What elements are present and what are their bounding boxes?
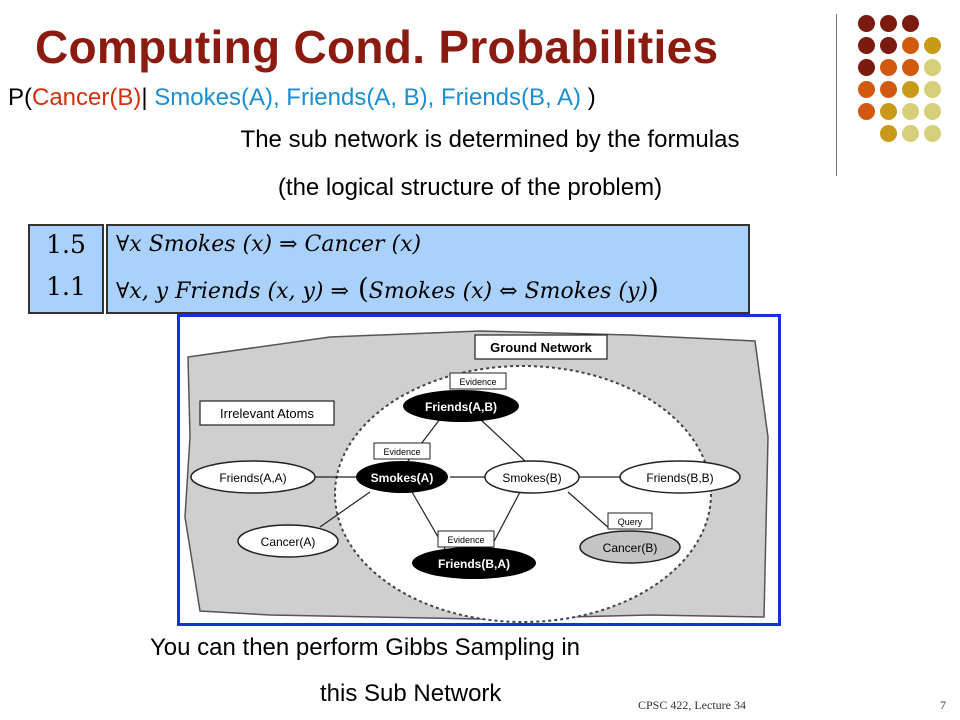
formula-2-b: Smokes bbox=[524, 279, 612, 304]
query-open: P( bbox=[8, 84, 32, 111]
decorative-dot bbox=[924, 125, 941, 142]
decorative-dot bbox=[902, 15, 919, 32]
decorative-dot bbox=[858, 59, 875, 76]
edge-smokesb-cancerb bbox=[567, 491, 611, 530]
irrelevant-atoms-label: Irrelevant Atoms bbox=[220, 406, 314, 421]
decorative-dot bbox=[858, 15, 875, 32]
decorative-dot bbox=[880, 59, 897, 76]
query-tag-box bbox=[607, 512, 653, 530]
node-smokes-a: Smokes(A) bbox=[371, 471, 434, 485]
decorative-dot bbox=[924, 37, 941, 54]
formula-2-a-args: (x) bbox=[455, 279, 500, 304]
decorative-dot bbox=[902, 37, 919, 54]
weights-box: 1.5 1.1 bbox=[28, 224, 104, 314]
formula-1-var: x bbox=[129, 232, 142, 257]
edge-smokesb-friendsba bbox=[489, 491, 521, 550]
node-friends-ab-shape bbox=[403, 390, 519, 422]
node-friends-bb-shape bbox=[619, 460, 741, 494]
query-close: ) bbox=[587, 84, 596, 111]
formula-1-rhs: Cancer bbox=[304, 232, 385, 257]
decorative-dot bbox=[858, 103, 875, 120]
evidence-tag-friendsab: Evidence bbox=[459, 377, 496, 387]
formula-1-lhs: Smokes bbox=[148, 232, 236, 257]
query-evidence: Smokes(A), Friends(A, B), Friends(B, A) bbox=[147, 84, 588, 111]
decorative-dot bbox=[902, 81, 919, 98]
formula-1: ∀x Smokes (x) ⇒ Cancer (x) bbox=[116, 232, 421, 257]
iff-symbol: ⇔ bbox=[499, 279, 518, 304]
weight-2: 1.1 bbox=[46, 272, 86, 301]
formula-1-lhs-args: (x) bbox=[235, 232, 280, 257]
query-bar: | bbox=[141, 84, 148, 111]
evidence-tag-friendsab-box bbox=[449, 372, 507, 390]
formula-2-b-args: (y) bbox=[611, 279, 648, 304]
decorative-divider bbox=[836, 14, 837, 176]
node-cancer-b: Cancer(B) bbox=[603, 541, 658, 555]
formula-2-lhs: Friends bbox=[175, 279, 261, 304]
node-friends-ab: Friends(A,B) bbox=[425, 400, 497, 414]
node-friends-bb: Friends(B,B) bbox=[646, 471, 713, 485]
formula-2-vars: x, y bbox=[129, 279, 169, 304]
ground-network-label-box bbox=[474, 334, 608, 360]
node-smokes-a-shape bbox=[356, 461, 448, 493]
query-target: Cancer(B) bbox=[32, 84, 142, 111]
formula-2-lhs-args: (x, y) bbox=[260, 279, 331, 304]
close-paren: ) bbox=[648, 272, 659, 305]
subtitle-line-1-text: The sub network is determined by the for… bbox=[240, 126, 740, 153]
formula-2: ∀x, y Friends (x, y) ⇒ (Smokes (x) ⇔ Smo… bbox=[116, 272, 659, 305]
evidence-tag-friendsba-box bbox=[437, 530, 495, 548]
formulas-box: ∀x Smokes (x) ⇒ Cancer (x) ∀x, y Friends… bbox=[106, 224, 750, 314]
node-smokes-b: Smokes(B) bbox=[502, 471, 561, 485]
decorative-dot bbox=[880, 103, 897, 120]
implies-symbol: ⇒ bbox=[330, 279, 349, 304]
node-friends-aa: Friends(A,A) bbox=[219, 471, 286, 485]
forall-symbol: ∀ bbox=[116, 279, 130, 304]
ground-network-boundary bbox=[334, 365, 712, 623]
decorative-dot bbox=[924, 59, 941, 76]
weight-1: 1.5 bbox=[46, 230, 86, 259]
subtitle-line-1: The sub network is determined by the for… bbox=[0, 126, 952, 154]
decorative-dot bbox=[880, 37, 897, 54]
ground-network-figure: Ground Network Irrelevant Atoms Evidence… bbox=[177, 314, 781, 626]
slide-title: Computing Cond. Probabilities bbox=[35, 21, 719, 73]
query-tag: Query bbox=[618, 517, 643, 527]
ground-network-diagram: Ground Network Irrelevant Atoms Evidence… bbox=[184, 330, 769, 623]
node-friends-ba-shape bbox=[412, 547, 536, 579]
formula-2-a: Smokes bbox=[368, 279, 456, 304]
node-friends-ba: Friends(B,A) bbox=[438, 557, 510, 571]
edge-smokesa-cancera bbox=[319, 491, 371, 528]
decorative-dot bbox=[902, 59, 919, 76]
footer-course: CPSC 422, Lecture 34 bbox=[638, 698, 746, 712]
page-number: 7 bbox=[940, 698, 946, 712]
decorative-dot bbox=[858, 37, 875, 54]
evidence-tag-friendsba: Evidence bbox=[447, 535, 484, 545]
node-cancer-b-shape bbox=[579, 530, 681, 564]
open-paren: ( bbox=[348, 272, 369, 305]
decorative-dot bbox=[924, 103, 941, 120]
evidence-tag-smokesa-box bbox=[373, 442, 431, 460]
node-cancer-a: Cancer(A) bbox=[261, 535, 316, 549]
edge-friendsab-smokesb bbox=[479, 418, 526, 462]
decorative-dot bbox=[902, 125, 919, 142]
node-friends-aa-shape bbox=[190, 460, 316, 494]
decorative-dot bbox=[880, 125, 897, 142]
irrelevant-atoms-label-box bbox=[199, 400, 335, 426]
decorative-dot bbox=[902, 103, 919, 120]
implies-symbol: ⇒ bbox=[279, 232, 298, 257]
forall-symbol: ∀ bbox=[116, 232, 130, 257]
decorative-dot bbox=[880, 81, 897, 98]
bottom-text-line-2: this Sub Network bbox=[320, 680, 502, 707]
decorative-dot bbox=[924, 81, 941, 98]
node-cancer-a-shape bbox=[237, 524, 339, 558]
decorative-dot bbox=[858, 81, 875, 98]
node-smokes-b-shape bbox=[484, 460, 580, 494]
bottom-text-line-1: You can then perform Gibbs Sampling in bbox=[150, 634, 581, 661]
evidence-tag-smokesa: Evidence bbox=[383, 447, 420, 457]
formula-1-rhs-args: (x) bbox=[384, 232, 422, 257]
ground-network-label: Ground Network bbox=[490, 340, 593, 355]
subtitle-line-2: (the logical structure of the problem) bbox=[277, 174, 663, 201]
query-expression: P(Cancer(B)| Smokes(A), Friends(A, B), F… bbox=[8, 84, 596, 112]
decorative-dot bbox=[880, 15, 897, 32]
